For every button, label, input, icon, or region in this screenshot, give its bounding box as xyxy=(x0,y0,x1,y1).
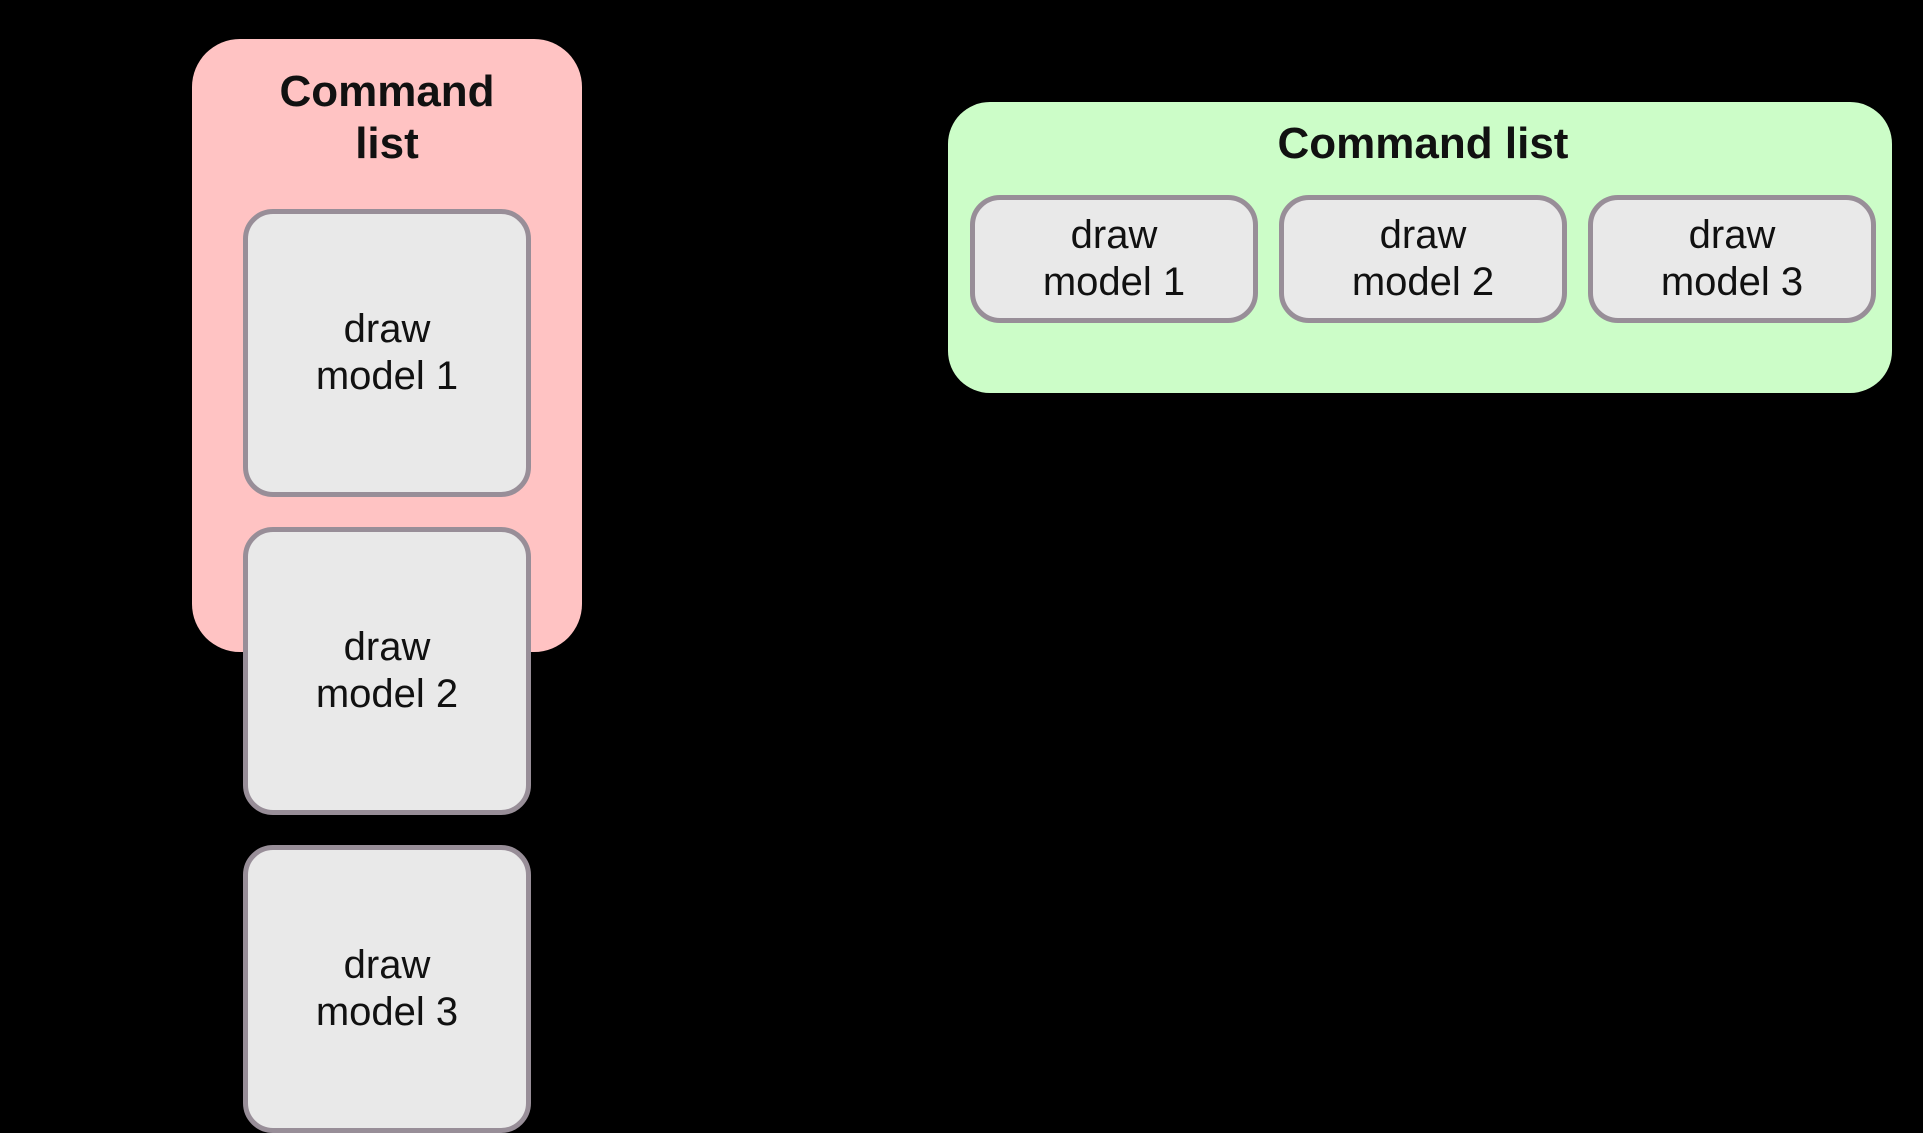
command-box-draw-model-2: draw model 2 xyxy=(243,527,531,815)
command-label: draw model 3 xyxy=(315,943,459,1034)
command-box-draw-model-3: draw model 3 xyxy=(243,845,531,1133)
command-label: draw model 1 xyxy=(315,307,459,398)
command-box-draw-model-1: draw model 1 xyxy=(970,195,1258,323)
panel-title: Command list xyxy=(279,67,495,168)
panel-title: Command list xyxy=(1277,119,1569,168)
command-box-draw-model-1: draw model 1 xyxy=(243,209,531,497)
command-label: draw model 2 xyxy=(315,625,459,716)
command-label: draw model 3 xyxy=(1660,213,1804,304)
command-box-draw-model-2: draw model 2 xyxy=(1279,195,1567,323)
command-list-panel-horizontal: Command list draw model 1 draw model 2 d… xyxy=(948,102,1892,393)
command-row: draw model 1 draw model 2 draw model 3 xyxy=(970,195,1876,323)
command-stack: draw model 1 draw model 2 draw model 3 xyxy=(243,209,531,1133)
command-box-draw-model-3: draw model 3 xyxy=(1588,195,1876,323)
command-label: draw model 2 xyxy=(1351,213,1495,304)
command-label: draw model 1 xyxy=(1042,213,1186,304)
command-list-panel-vertical: Command list draw model 1 draw model 2 d… xyxy=(192,39,582,1133)
